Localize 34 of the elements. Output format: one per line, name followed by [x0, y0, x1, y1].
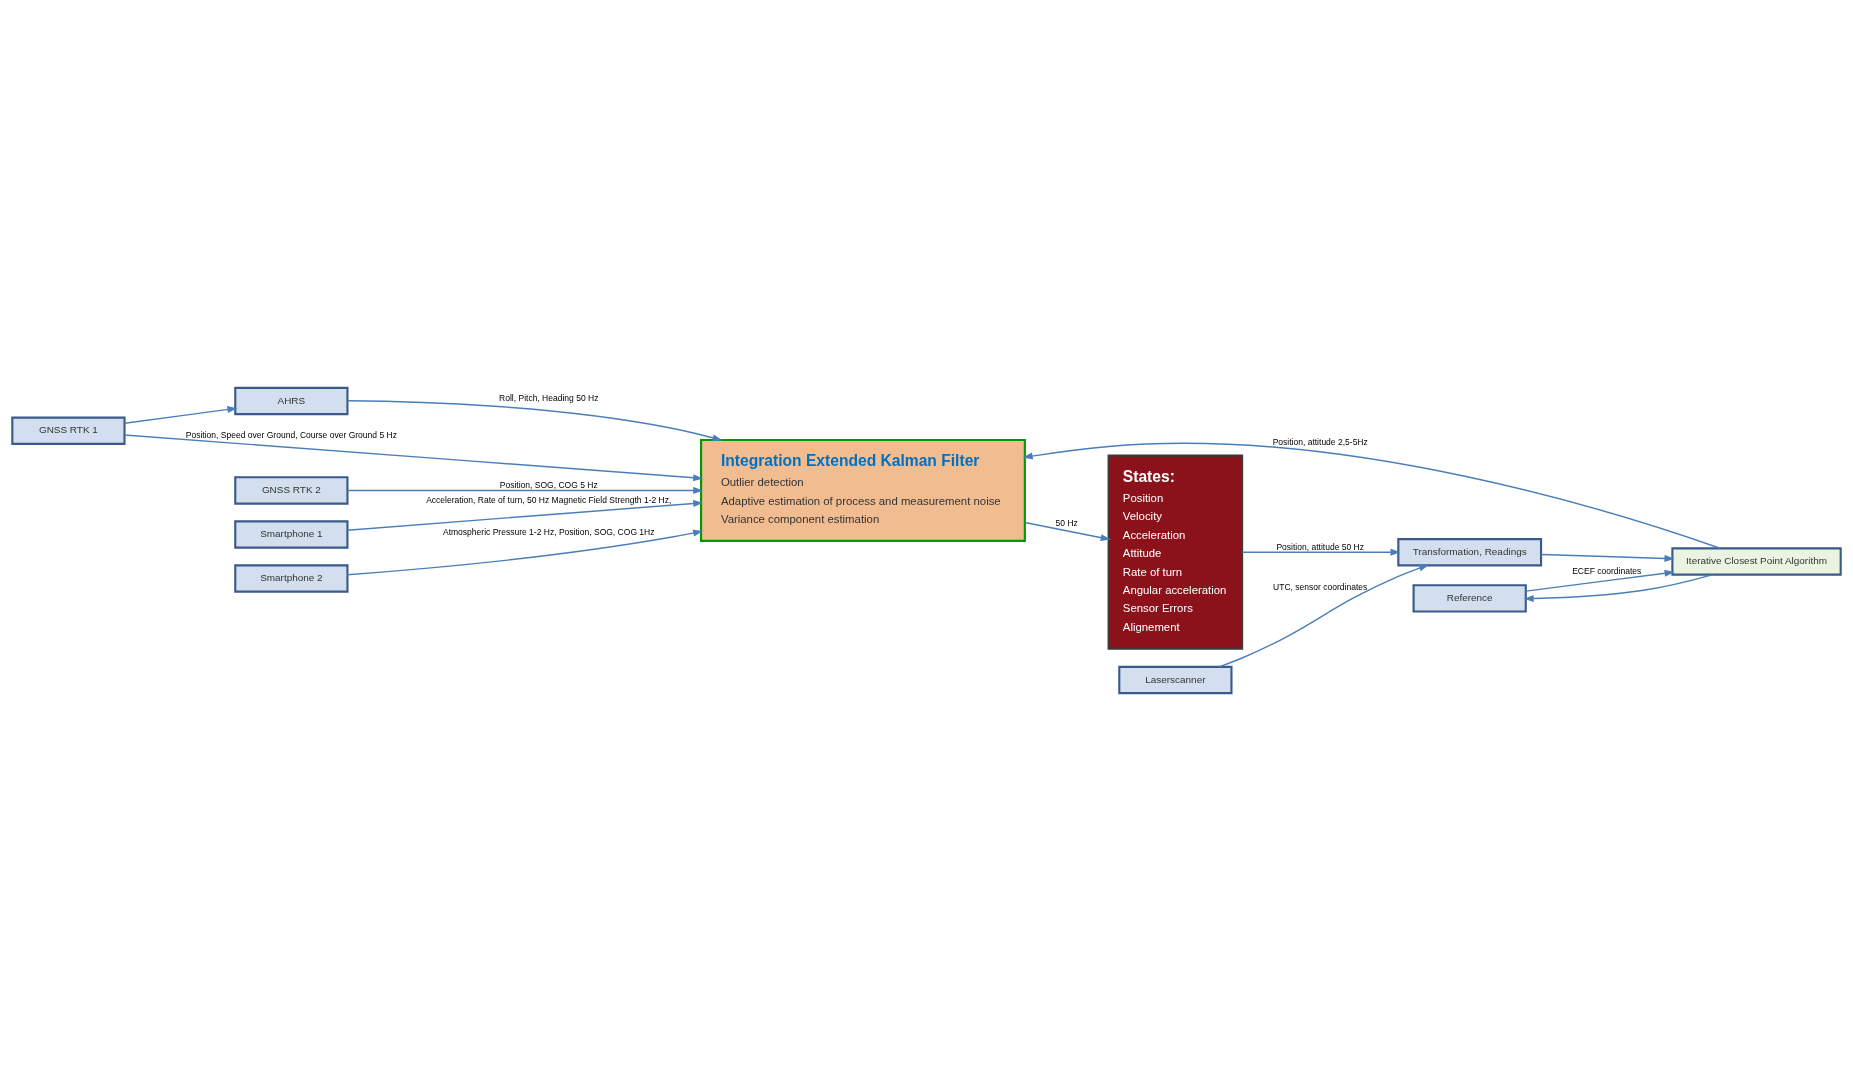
arrow — [1218, 564, 1429, 668]
arrow — [1540, 553, 1675, 562]
edge-label: Position, Speed over Ground, Course over Ground 5 Hz — [185, 429, 397, 440]
edge-label: Position, attitude 50 Hz — [1276, 541, 1365, 552]
edge-label: Atmospheric Pressure 1-2 Hz, Position, SOG, COG 1Hz — [442, 526, 655, 537]
edge-label: Acceleration, Rate of turn, 50 Hz Magnetic Field Strength 1-2 Hz, — [426, 494, 672, 505]
arrow — [124, 406, 238, 424]
arrow — [1024, 521, 1111, 541]
node-box: Laserscanner — [1118, 665, 1233, 695]
edge-label: Roll, Pitch, Heading 50 Hz — [499, 392, 599, 403]
edge-label: Position, SOG, COG 5 Hz — [499, 480, 598, 491]
edge-label: 50 Hz — [1055, 517, 1078, 528]
arrow — [1525, 569, 1675, 592]
arrow — [1523, 573, 1714, 603]
arrow — [1241, 548, 1401, 556]
node-box: Iterative Closest Point Algorithm — [1671, 547, 1842, 576]
node-box: Transformation, Readings — [1397, 538, 1543, 567]
arrow — [346, 500, 704, 531]
arrow — [1022, 442, 1721, 549]
node-box: AHRS — [234, 386, 349, 416]
node-box: Integration Extended Kalman Filter Outlier detection Adaptive estimation of process and measurement noise Variance component estimation — [700, 438, 1026, 542]
arrow — [123, 434, 704, 482]
node-box: Smartphone 2 — [234, 564, 349, 593]
node-box: Smartphone 1 — [234, 520, 349, 549]
arrow — [346, 529, 704, 576]
node-box: States: Position Velocity Acceleration Attitude Rate of turn Angular acceleration Sensor Errors Alignement — [1107, 454, 1244, 650]
edge-label: Position, attitude 2,5-5Hz — [1272, 437, 1368, 448]
arrow — [346, 400, 723, 442]
edge-label: ECEF coordinates — [1572, 565, 1642, 576]
arrow — [346, 486, 704, 494]
node-box: Reference — [1412, 584, 1527, 613]
node-box: GNSS RTK 2 — [234, 476, 349, 505]
edge-label: UTC, sensor coordinates — [1273, 581, 1368, 592]
node-box: GNSS RTK 1 — [11, 416, 126, 445]
